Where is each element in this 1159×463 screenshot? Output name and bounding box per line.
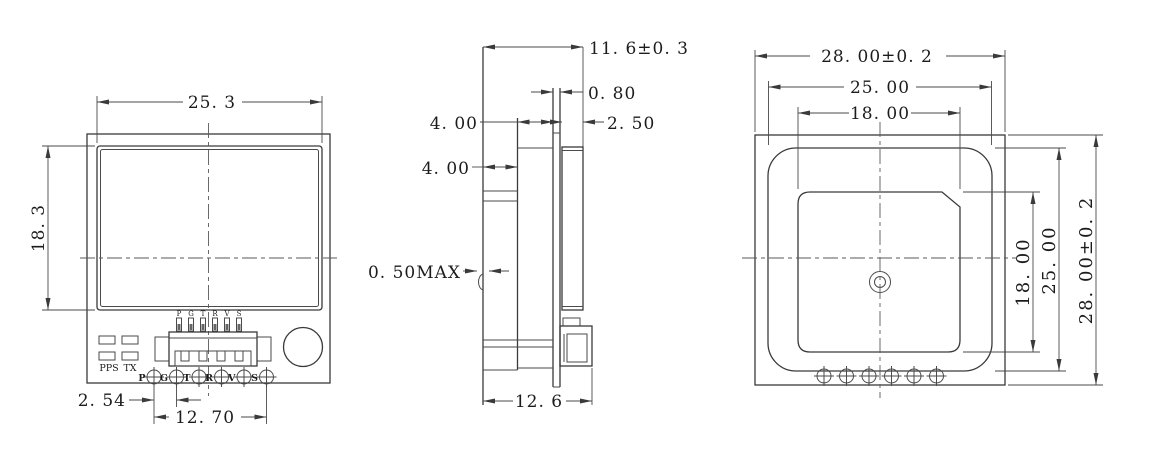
dim-front-width: 25. 3: [96, 93, 323, 143]
dim-label-antenna-width: 25. 00: [850, 78, 910, 98]
side-view: 11. 6±0. 3 0. 80 2. 50 4. 00 4. 00: [368, 39, 689, 412]
dim-offset-upper: 4. 00: [430, 114, 553, 134]
led-tx-1: [121, 335, 139, 345]
led-label-pps: PPS: [99, 363, 118, 374]
led-label-tx: TX: [123, 363, 136, 374]
pad-t: T: [183, 367, 209, 387]
back-pad: [926, 366, 947, 386]
pad-v: V: [227, 367, 254, 387]
dim-label-front-height: 18. 3: [29, 204, 49, 252]
dim-patch-height: 18. 00: [963, 191, 1040, 353]
connector-slot: [174, 350, 252, 367]
back-pad: [814, 366, 834, 386]
dim-pad-pitch: 2. 54: [78, 386, 201, 424]
dim-label-board-height: 28. 00±0. 2: [1076, 196, 1097, 325]
round-component-outline: [282, 326, 324, 368]
pad-label: R: [205, 373, 213, 384]
dim-label-pad-pitch: 2. 54: [78, 391, 126, 411]
led-tx-2: [121, 351, 139, 361]
dim-shield-thickness: 2. 50: [541, 114, 655, 134]
back-pad: [836, 366, 857, 386]
shield-can-profile: [561, 146, 584, 311]
connector-left-wing: [154, 336, 170, 362]
dim-label-pcb-thickness: 0. 80: [588, 84, 636, 104]
dim-label-offset-lower: 4. 00: [422, 159, 470, 179]
shield-can-inner-line: [100, 149, 319, 307]
dim-label-patch-height: 18. 00: [1013, 237, 1034, 306]
dim-offset-lower: 4. 00: [422, 159, 518, 179]
dim-antenna-width: 25. 00: [768, 78, 992, 145]
dim-label-pad-span: 12. 70: [175, 408, 235, 428]
dim-label-patch-width: 18. 00: [850, 104, 910, 124]
dim-component-height: 0. 50MAX: [368, 263, 509, 283]
dim-pcb-thickness: 0. 80: [531, 84, 636, 104]
pad-g: G: [160, 367, 187, 387]
led-pps-1: [98, 335, 116, 345]
pad-s: S: [251, 367, 277, 387]
header-pin-label: G: [188, 310, 194, 318]
component-bump: [478, 273, 484, 291]
dim-board-width: 28. 00±0. 2: [754, 47, 1006, 132]
dim-module-depth: 12. 6: [483, 368, 593, 412]
back-pads: [814, 366, 947, 386]
solder-pads: P G T R V S: [138, 367, 277, 387]
back-pad: [881, 366, 902, 386]
antenna-patch-outline: [797, 191, 961, 353]
back-view: 28. 00±0. 2 25. 00 18. 00 18. 00 25. 00: [742, 47, 1103, 398]
dim-label-total-thickness: 11. 6±0. 3: [589, 39, 689, 59]
pad-r: R: [205, 367, 232, 387]
dim-patch-width: 18. 00: [797, 104, 961, 189]
header-pin-label: V: [223, 310, 230, 318]
header-pin-label: P: [177, 310, 182, 318]
header-pin-label: S: [237, 310, 242, 318]
dim-front-height: 18. 3: [29, 145, 95, 311]
connector-profile: [559, 317, 593, 367]
dim-label-offset-upper: 4. 00: [430, 114, 478, 134]
header-pin-bodies: [176, 317, 242, 332]
dim-board-height: 28. 00±0. 2: [1008, 134, 1103, 386]
pad-label: G: [160, 373, 168, 384]
back-pad: [859, 366, 879, 386]
pad-p: P: [138, 367, 164, 387]
dim-total-thickness: 11. 6±0. 3: [483, 39, 689, 59]
pad-label: S: [251, 373, 258, 384]
dim-label-component-height: 0. 50MAX: [368, 263, 461, 283]
pad-label: P: [138, 373, 145, 384]
connector-right-wing: [256, 336, 272, 362]
dim-antenna-height: 25. 00: [995, 147, 1066, 372]
pad-label: V: [227, 373, 236, 384]
led-pps-2: [98, 351, 116, 361]
dim-label-antenna-height: 25. 00: [1039, 225, 1060, 294]
back-pad: [904, 366, 924, 386]
front-view: 25. 3 18. 3 PPS TX P G T R V S: [29, 93, 337, 428]
dim-pad-span: 12. 70: [154, 386, 267, 428]
side-detail-lines: [483, 132, 560, 388]
dim-label-shield-thickness: 2. 50: [607, 114, 655, 134]
header-pin-label: T: [201, 310, 206, 318]
dim-label-module-depth: 12. 6: [515, 392, 563, 412]
header-pins: P G T R V S: [176, 310, 242, 332]
dim-label-front-width: 25. 3: [188, 93, 236, 113]
pad-label: T: [183, 373, 190, 384]
dim-label-board-width: 28. 00±0. 2: [821, 47, 933, 67]
connector-housing: [154, 331, 272, 367]
shield-can-outline: [96, 145, 323, 311]
header-pin-label: R: [212, 310, 218, 318]
led-indicators: PPS TX: [98, 335, 139, 374]
